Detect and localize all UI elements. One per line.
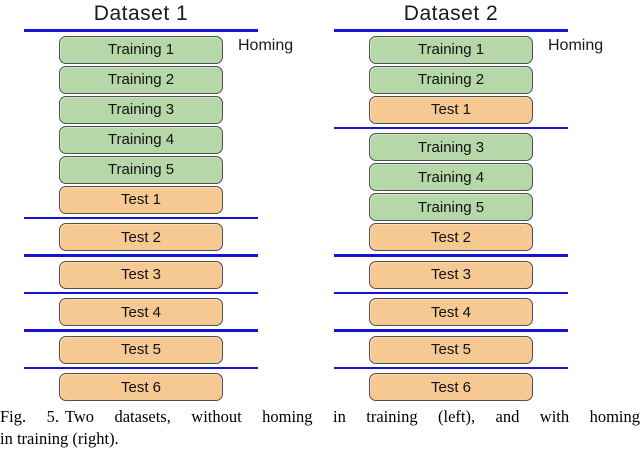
test-block: Test 2 [59, 223, 223, 251]
training-block: Training 3 [369, 133, 533, 161]
figure-caption: Fig. 5. Two datasets, without homing in t… [0, 406, 640, 449]
dataset-1-title: Dataset 1 [24, 2, 258, 26]
homing-line [334, 127, 568, 130]
training-block: Training 4 [369, 163, 533, 191]
training-block: Training 1 [369, 36, 533, 64]
homing-label-right: Homing [548, 37, 603, 55]
homing-line [24, 329, 258, 332]
homing-line [24, 217, 258, 220]
test-block: Test 6 [59, 373, 223, 401]
training-block: Training 2 [59, 66, 223, 94]
test-block: Test 2 [369, 223, 533, 251]
homing-label-left: Homing [238, 37, 293, 55]
homing-line [334, 29, 568, 32]
dataset-2-title: Dataset 2 [334, 2, 568, 26]
test-block: Test 4 [59, 298, 223, 326]
homing-line [334, 292, 568, 295]
homing-line [24, 367, 258, 370]
test-block: Test 5 [59, 336, 223, 364]
test-block: Test 3 [369, 261, 533, 289]
test-block: Test 3 [59, 261, 223, 289]
test-block: Test 6 [369, 373, 533, 401]
homing-line [334, 329, 568, 332]
test-block: Test 5 [369, 336, 533, 364]
caption-line-1: Fig. 5. Two datasets, without homing in t… [0, 406, 640, 428]
test-block: Test 4 [369, 298, 533, 326]
training-block: Training 1 [59, 36, 223, 64]
training-block: Training 5 [59, 156, 223, 184]
caption-text: Two datasets, without homing in training… [65, 407, 640, 426]
caption-line-2: in training (right). [0, 428, 640, 449]
homing-line [334, 367, 568, 370]
homing-line [334, 254, 568, 257]
homing-line [24, 254, 258, 257]
homing-line [24, 29, 258, 32]
homing-line [24, 292, 258, 295]
training-block: Training 2 [369, 66, 533, 94]
training-block: Training 3 [59, 96, 223, 124]
test-block: Test 1 [369, 96, 533, 124]
figure-number-label: Fig. 5. [0, 407, 59, 426]
training-block: Training 4 [59, 126, 223, 154]
test-block: Test 1 [59, 186, 223, 214]
training-block: Training 5 [369, 193, 533, 221]
